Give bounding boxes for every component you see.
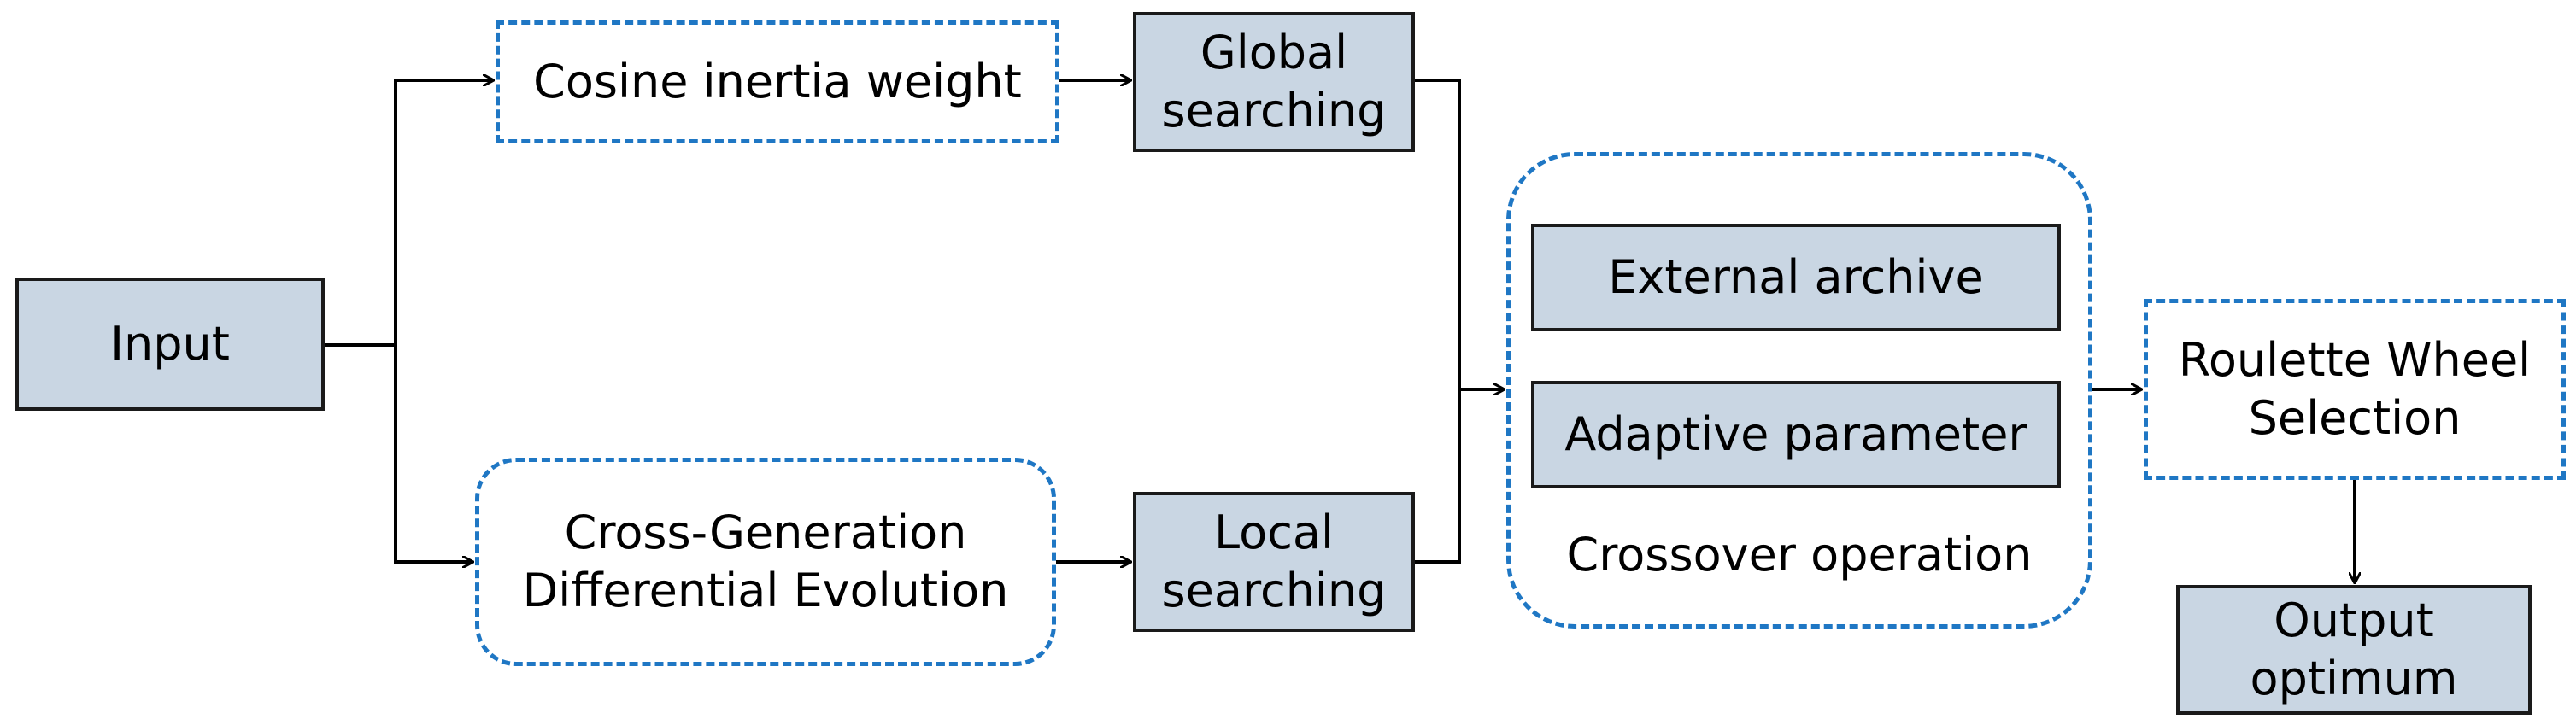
cosine-inertia-weight-label: Cosine inertia weight: [533, 55, 1022, 108]
crossover-operation-group: [1506, 152, 2092, 629]
global-searching-label-line2: searching: [1161, 84, 1387, 137]
local-searching-label-line1: Local: [1214, 506, 1334, 559]
local-searching-label-line2: searching: [1161, 564, 1387, 617]
cross-generation-de-label-line1: Cross-Generation: [564, 506, 967, 559]
global-searching-box: Global searching: [1133, 12, 1415, 152]
adaptive-parameter-label: Adaptive parameter: [1564, 407, 2027, 461]
external-archive-label: External archive: [1608, 250, 1984, 304]
cosine-inertia-weight-box: Cosine inertia weight: [496, 20, 1059, 143]
arrow-input-to-crossgen: [394, 345, 472, 562]
cross-generation-de-box: Cross-Generation Differential Evolution: [475, 458, 1056, 666]
input-box: Input: [15, 278, 325, 411]
output-optimum-label-line2: optimum: [2250, 652, 2458, 705]
global-searching-label-line1: Global: [1200, 26, 1348, 79]
roulette-wheel-selection-label-line1: Roulette Wheel: [2178, 333, 2532, 387]
arrow-input-to-cosine: [323, 80, 493, 347]
external-archive-box: External archive: [1531, 224, 2061, 331]
output-optimum-box: Output optimum: [2176, 585, 2532, 715]
roulette-wheel-selection-label-line2: Selection: [2248, 391, 2462, 445]
roulette-wheel-selection-box: Roulette Wheel Selection: [2144, 299, 2566, 480]
local-searching-box: Local searching: [1133, 492, 1415, 632]
input-label: Input: [110, 317, 230, 371]
adaptive-parameter-box: Adaptive parameter: [1531, 381, 2061, 488]
arrow-global-to-merge: [1413, 79, 1461, 564]
crossover-operation-label: Crossover operation: [1566, 528, 2033, 582]
output-optimum-label-line1: Output: [2274, 593, 2434, 647]
cross-generation-de-label-line2: Differential Evolution: [522, 564, 1009, 617]
